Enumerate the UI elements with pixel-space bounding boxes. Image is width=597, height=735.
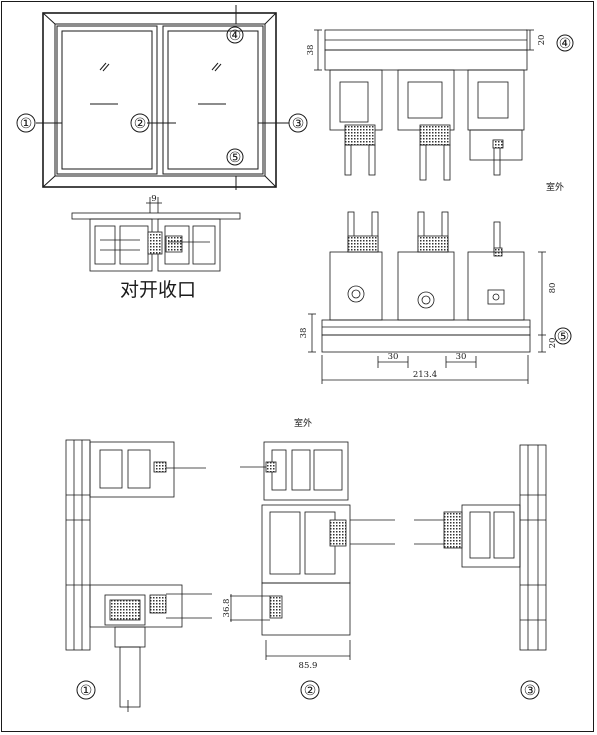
marker-4: ④ [229, 28, 242, 44]
marker-5: ⑤ [229, 150, 242, 166]
plan-dim-36-8: 36.8 [222, 599, 232, 618]
plan-marker-2: ② [304, 683, 317, 699]
bottom-dim-20: 20 [548, 338, 558, 349]
plan-dim-85-9: 85.9 [299, 661, 318, 671]
plan-section-2 [230, 441, 395, 660]
marker-1: ① [20, 116, 33, 132]
bottom-section-marker: ⑤ [557, 329, 570, 345]
top-dim-38: 38 [306, 45, 316, 56]
top-section [314, 29, 534, 181]
plan-exterior-label: 室外 [294, 417, 312, 429]
dim-9: 9 [151, 194, 156, 204]
bottom-section [308, 211, 546, 384]
sliding-interlock-detail [71, 197, 241, 272]
plan-section-1 [65, 439, 212, 712]
top-section-marker: ④ [559, 36, 572, 52]
bottom-dim-30a: 30 [388, 352, 399, 362]
sliding-detail-caption: 对开收口 [120, 279, 196, 301]
plan-marker-3: ③ [524, 683, 537, 699]
top-exterior-label: 室外 [546, 181, 564, 193]
marker-2: ② [134, 116, 147, 132]
bottom-dim-38: 38 [299, 328, 309, 339]
plan-marker-1: ① [80, 683, 93, 699]
bottom-dim-30b: 30 [456, 352, 467, 362]
bottom-dim-total: 213.4 [413, 370, 437, 380]
marker-3: ③ [292, 116, 305, 132]
top-dim-20: 20 [537, 35, 547, 46]
window-elevation [36, 5, 289, 190]
plan-section-3 [414, 444, 547, 651]
bottom-dim-80: 80 [548, 283, 558, 294]
elevation-markers: ① ② ③ ④ ⑤ [16, 26, 308, 166]
